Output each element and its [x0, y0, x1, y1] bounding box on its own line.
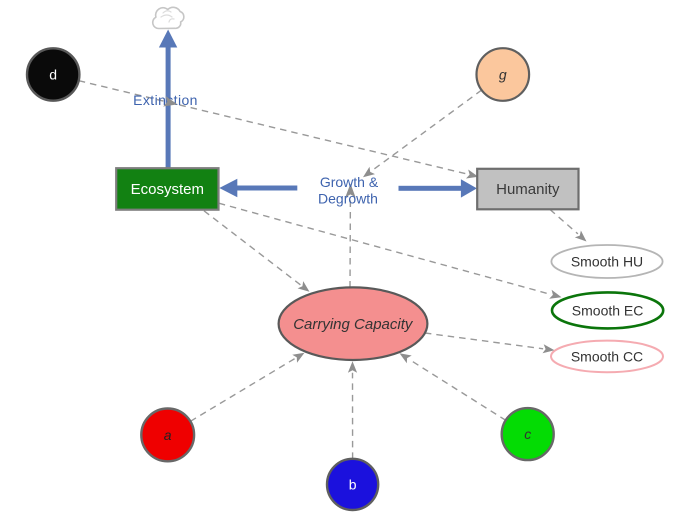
svg-text:Ecosystem: Ecosystem: [131, 181, 204, 198]
svg-text:b: b: [349, 476, 357, 492]
svg-text:Carrying Capacity: Carrying Capacity: [293, 316, 414, 333]
svg-text:Smooth HU: Smooth HU: [571, 254, 643, 270]
svg-text:Smooth EC: Smooth EC: [572, 302, 644, 318]
svg-text:d: d: [49, 67, 57, 83]
svg-text:c: c: [524, 426, 531, 442]
svg-text:Extinction: Extinction: [133, 92, 198, 108]
svg-text:Growth &: Growth &: [320, 174, 379, 190]
svg-text:g: g: [499, 67, 507, 83]
svg-text:Humanity: Humanity: [496, 181, 560, 198]
svg-text:Degrowth: Degrowth: [318, 190, 378, 206]
svg-text:a: a: [164, 427, 172, 443]
svg-text:Smooth CC: Smooth CC: [571, 348, 643, 364]
